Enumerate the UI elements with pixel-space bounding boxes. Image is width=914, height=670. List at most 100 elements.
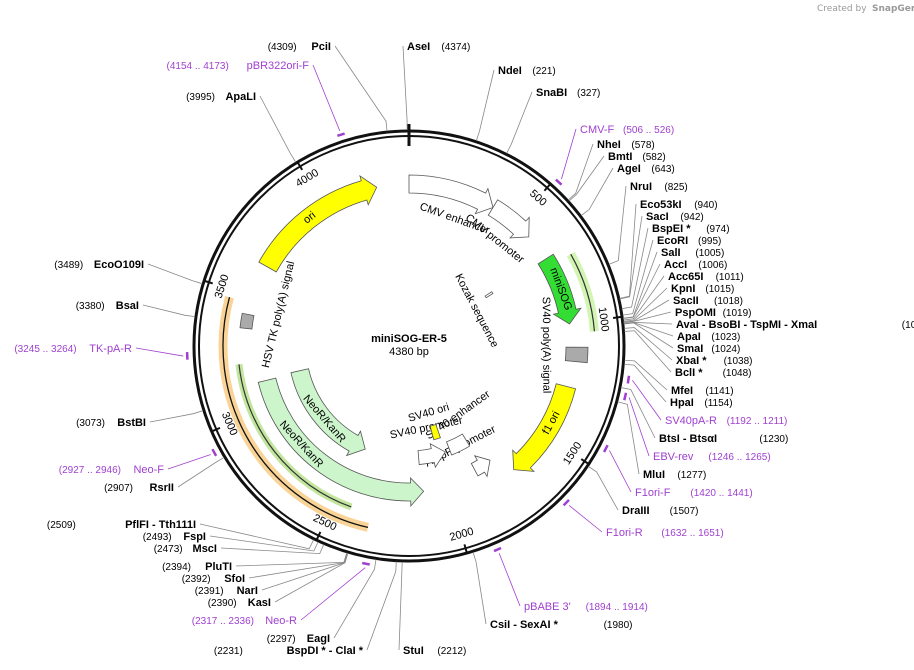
primer: F1ori-R(1632 .. 1651): [606, 527, 724, 539]
site-name: EagI: [307, 633, 330, 645]
site-name: BtsI - BtsαI: [659, 433, 717, 445]
primer: CMV-F(506 .. 526): [580, 124, 674, 136]
site-leader-line: [235, 552, 348, 567]
site-position: (1024): [711, 344, 740, 355]
site-position: (1019): [723, 308, 752, 319]
site-leader-line: [334, 45, 388, 132]
restriction-site: SacII(1018): [673, 295, 743, 307]
site-leader-line: [147, 263, 203, 285]
feature-arrow: [239, 312, 255, 330]
site-leader-line: [209, 535, 319, 552]
feature-arrow: [470, 455, 491, 478]
site-position: (1980): [604, 620, 633, 631]
feature-label: ori: [301, 209, 318, 226]
feature-label: SV40 poly(A) signal: [540, 297, 553, 394]
restriction-site: KpnI(1015): [671, 283, 734, 295]
restriction-site: SfoI(2392): [182, 573, 245, 585]
site-position: (221): [532, 66, 555, 77]
site-name: KasI: [248, 597, 271, 609]
primer: EBV-rev(1246 .. 1265): [653, 451, 771, 463]
site-name: CsiI - SexAI *: [490, 619, 559, 631]
restriction-site: CsiI - SexAI * (1980): [490, 619, 633, 631]
site-name: SacI: [646, 211, 669, 223]
tick-mark: [463, 544, 468, 554]
feature-label: HSV TK poly(A) signal: [260, 260, 297, 369]
site-leader-line: [472, 552, 487, 625]
feature-label: Kozak sequence: [452, 272, 500, 350]
site-leader-line: [199, 523, 314, 550]
restriction-site: BstBI(3073): [76, 417, 146, 429]
site-leader-line: [248, 552, 348, 579]
feature-arrow: [512, 383, 577, 472]
primer-mark: [336, 132, 346, 138]
restriction-site: PciI(4309): [268, 41, 331, 53]
site-leader-line: [624, 327, 673, 361]
site-position: (2390): [208, 598, 237, 609]
site-name: AseI: [407, 41, 430, 53]
primer-leader-line: [609, 450, 632, 493]
plasmid-name: miniSOG-ER-5: [371, 333, 447, 345]
site-leader-line: [619, 203, 637, 299]
site-leader-line: [619, 215, 643, 300]
site-position: (974): [706, 224, 729, 235]
tick-label: 2000: [448, 526, 475, 544]
site-leader-line: [177, 457, 225, 488]
site-position: (995): [698, 236, 721, 247]
primer: pBABE 3'(1894 .. 1914): [524, 601, 648, 613]
tick-mark: [580, 458, 590, 465]
feature-arrow: [564, 346, 589, 364]
tick-label: 3500: [213, 273, 232, 300]
restriction-site: BspEI *(974): [652, 223, 730, 235]
restriction-site: AvaI - BsoBI - TspMI - XmaI(1022): [676, 319, 914, 331]
site-name: XbaI *: [676, 355, 707, 367]
primer-mark: [562, 499, 570, 507]
site-name: DraIII: [622, 505, 650, 517]
restriction-site: SnaBI(327): [536, 87, 600, 99]
restriction-site: RsrII(2907): [104, 482, 174, 494]
site-name: MluI: [643, 469, 665, 481]
restriction-site: Eco53kI(940): [640, 199, 718, 211]
leader-lines: [135, 45, 674, 651]
site-position: (1507): [670, 506, 699, 517]
restriction-site: BtsI - BtsαI(1230): [659, 433, 788, 445]
restriction-site: MfeI(1141): [671, 385, 734, 397]
site-name: NheI: [597, 139, 621, 151]
site-position: (825): [664, 182, 687, 193]
primer-leader-line: [312, 64, 341, 132]
site-name: MfeI: [671, 385, 693, 397]
site-name: BstBI: [117, 417, 146, 429]
primer-mark: [626, 375, 631, 384]
primer-name: F1ori-R: [606, 527, 643, 539]
site-name: EcoO109I: [94, 259, 144, 271]
tick-mark: [612, 315, 623, 320]
site-position: (643): [651, 164, 674, 175]
restriction-site: HpaI(1154): [670, 397, 733, 409]
primer-name: Neo-F: [133, 464, 164, 476]
site-leader-line: [623, 322, 674, 337]
site-leader-line: [620, 387, 656, 439]
site-position: (2473): [154, 544, 183, 555]
primer-mark: [623, 392, 628, 401]
site-leader-line: [622, 239, 654, 316]
site-name: PciI: [311, 41, 331, 53]
site-position: (1005): [695, 248, 724, 259]
site-position: (3995): [186, 92, 215, 103]
tick-mark: [203, 279, 214, 285]
site-position: (1006): [698, 260, 727, 271]
site-leader-line: [142, 304, 196, 318]
site-name: ApaLI: [225, 91, 256, 103]
site-position: (3380): [76, 301, 105, 312]
restriction-site: ApaLI (3995): [186, 91, 256, 103]
tick-mark: [543, 183, 552, 192]
restriction-site: PluTI(2394): [162, 561, 232, 573]
primer-leader-line: [632, 379, 662, 421]
site-name: SnaBI: [536, 87, 567, 99]
site-name: EcoRI: [657, 235, 688, 247]
restriction-site: SacI(942): [646, 211, 704, 223]
restriction-site: NruI(825): [630, 181, 688, 193]
site-name: BmtI: [608, 151, 632, 163]
site-position: (4374): [441, 42, 470, 53]
site-position: (1022): [902, 320, 914, 331]
tick-mark: [296, 161, 304, 171]
restriction-site: PflFI - Tth111I(2509): [47, 519, 196, 531]
